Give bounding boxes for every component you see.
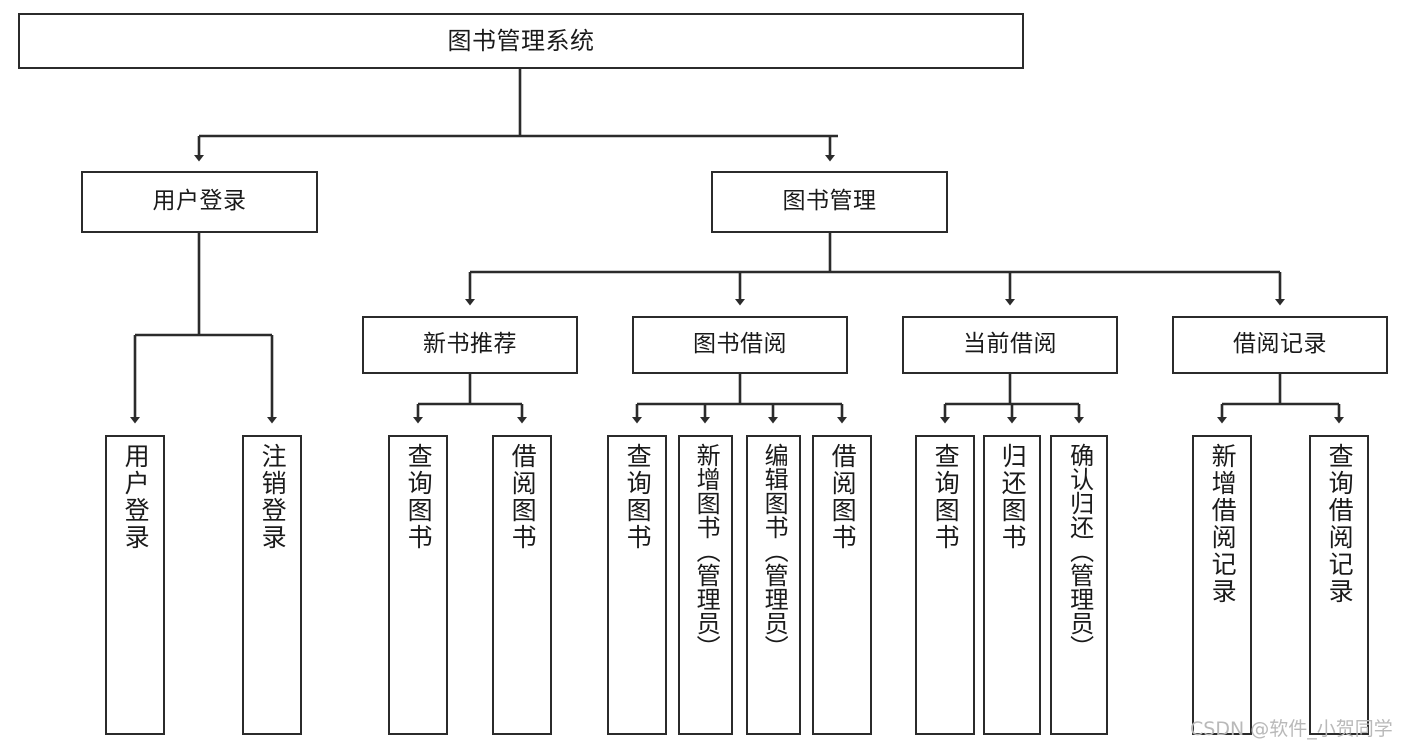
leaf-query-book-recommend[interactable]: 查询图书 [388,435,448,735]
leaf-add-book-admin[interactable]: 新增图书（管理员） [678,435,733,735]
node-book-management[interactable]: 图书管理 [711,171,948,233]
node-label: 查询借阅记录 [1325,443,1355,605]
leaf-query-book-borrow[interactable]: 查询图书 [607,435,667,735]
node-label: 用户登录 [121,443,151,551]
node-label: 当前借阅 [963,331,1057,358]
leaf-user-login[interactable]: 用户登录 [105,435,165,735]
node-label: 借阅图书 [828,443,858,551]
leaf-query-borrow-record[interactable]: 查询借阅记录 [1309,435,1369,735]
leaf-query-book-current[interactable]: 查询图书 [915,435,975,735]
node-label: 新书推荐 [423,331,517,358]
node-root-system[interactable]: 图书管理系统 [18,13,1024,69]
leaf-logout[interactable]: 注销登录 [242,435,302,735]
node-label: 查询图书 [404,443,434,551]
node-current-borrow[interactable]: 当前借阅 [902,316,1118,374]
leaf-edit-book-admin[interactable]: 编辑图书（管理员） [746,435,801,735]
leaf-add-borrow-record[interactable]: 新增借阅记录 [1192,435,1252,735]
watermark: CSDN @软件_小贺同学 [1190,718,1393,740]
node-label: 图书管理系统 [447,26,595,55]
node-label: 注销登录 [258,443,288,551]
node-new-book-recommend[interactable]: 新书推荐 [362,316,578,374]
node-label: 图书借阅 [693,331,787,358]
node-user-login[interactable]: 用户登录 [81,171,318,233]
node-book-borrow[interactable]: 图书借阅 [632,316,848,374]
node-label: 确认归还（管理员） [1065,443,1094,659]
node-label: 查询图书 [623,443,653,551]
node-label: 借阅图书 [508,443,538,551]
node-label: 用户登录 [152,188,247,215]
node-label: 借阅记录 [1233,331,1327,358]
node-label: 编辑图书（管理员） [760,443,789,659]
node-borrow-record[interactable]: 借阅记录 [1172,316,1388,374]
leaf-borrow-book-recommend[interactable]: 借阅图书 [492,435,552,735]
node-label: 图书管理 [782,188,877,215]
leaf-return-book[interactable]: 归还图书 [983,435,1041,735]
leaf-confirm-return-admin[interactable]: 确认归还（管理员） [1050,435,1108,735]
node-label: 归还图书 [998,443,1028,551]
leaf-borrow-book[interactable]: 借阅图书 [812,435,872,735]
node-label: 查询图书 [931,443,961,551]
node-label: 新增借阅记录 [1208,443,1238,605]
node-label: 新增图书（管理员） [692,443,721,659]
